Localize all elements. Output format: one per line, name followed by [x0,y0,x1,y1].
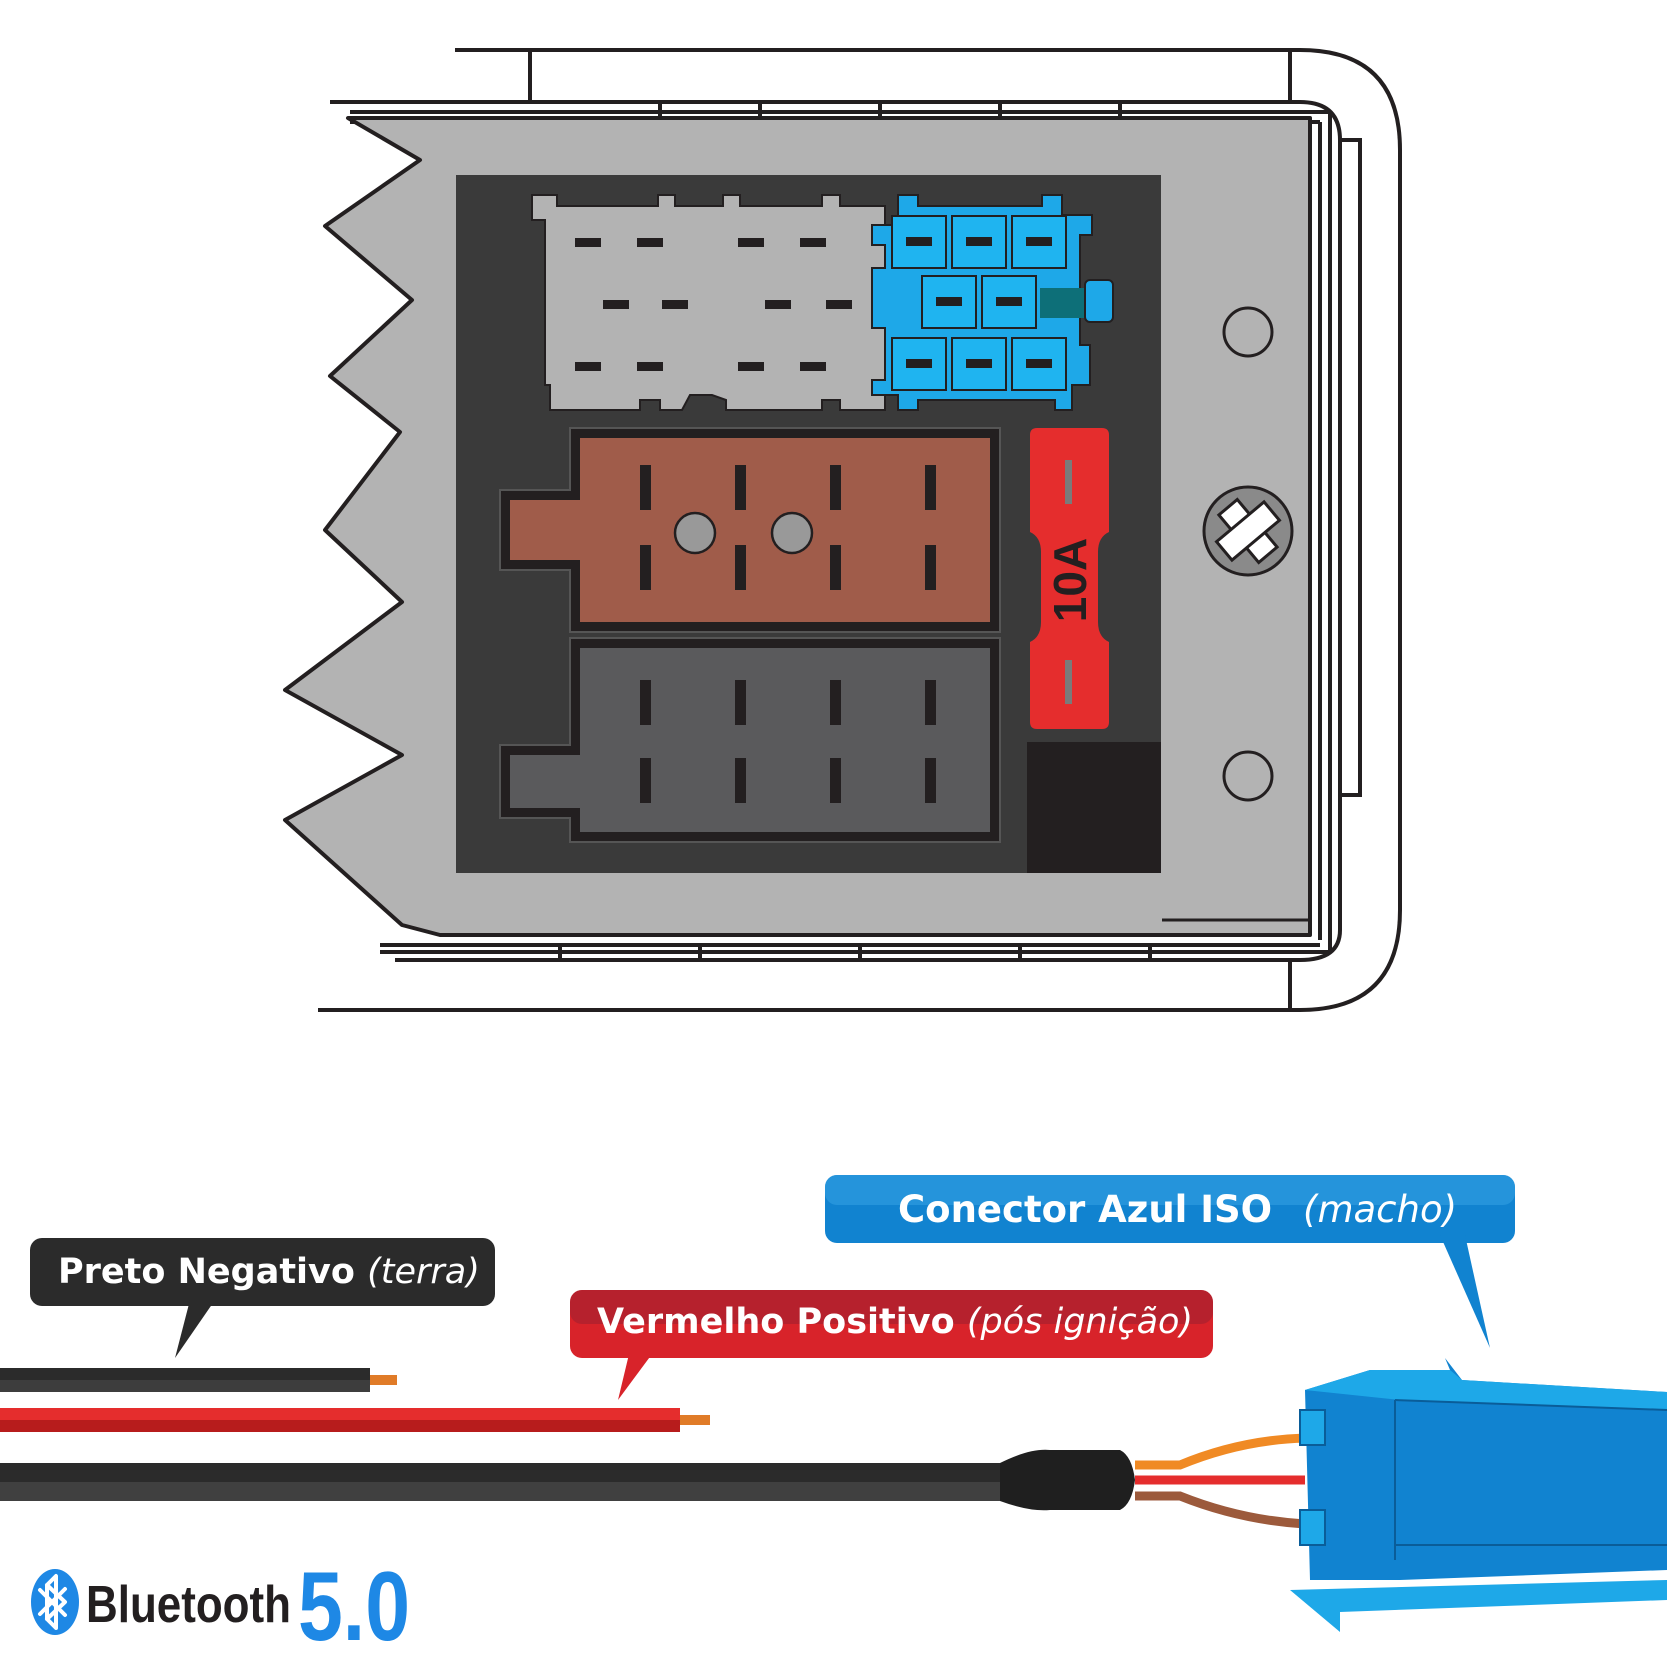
mount-hole-top [1222,306,1274,358]
brown-iso-post-1 [673,511,717,555]
brown-iso-post-2 [770,511,814,555]
gray-iso-pins [640,680,936,803]
iso-connector-gray [499,637,1001,843]
svg-text:Vermelho Positivo (pós i: Vermelho Positivo (pós ignição) [597,1302,1193,1342]
blue-connector-pins [906,237,1052,368]
blue-iso-connector [1290,1358,1667,1632]
brown-iso-pins [640,465,936,590]
chassis-outline [318,48,1402,1012]
callout-red-main: Vermelho Positivo [597,1302,955,1342]
callout-red-note: (pós ignição) [967,1302,1193,1342]
gray-connector-pins [575,238,852,371]
black-wire [0,1368,397,1392]
callout-red-wire: Vermelho Positivo (pós ignição) [570,1290,1213,1400]
fuse: 10A [1030,428,1109,729]
fuse-rating: 10A [1044,538,1096,622]
wires [0,1368,1306,1529]
bluetooth-icon [31,1569,79,1635]
mount-hole-bottom [1222,750,1274,802]
callout-black-main: Preto Negativo [58,1252,355,1292]
callout-blue-note: (macho) [1303,1188,1457,1231]
gray-multipin-connector [531,194,886,411]
callout-blue-main: Conector Azul ISO [898,1188,1272,1231]
bluetooth-version: 5.0 [298,1551,410,1661]
blue-connector-cells [891,215,1067,391]
panel-black-block [1027,742,1161,873]
head-unit-rear-view: 10A [283,48,1402,1012]
inner-wire-brown [1135,1491,1306,1529]
svg-text:Conector Azul ISO (mach: Conector Azul ISO (macho) [898,1188,1457,1231]
blue-connector-latch [1040,288,1085,318]
blue-8pin-connector [871,194,1114,411]
callout-black-wire: Preto Negativo (terra) [30,1238,495,1358]
blue-connector-tab [1084,279,1114,323]
bluetooth-logo: Bluetooth 5.0 [31,1551,410,1661]
main-cable [0,1449,1135,1511]
callout-blue-connector: Conector Azul ISO (macho) [825,1175,1515,1348]
bluetooth-word: Bluetooth [86,1576,291,1634]
red-wire [0,1408,710,1432]
callout-black-note: (terra) [367,1252,480,1292]
svg-text:Preto Negativo (terra): Preto Negativo (terra) [58,1252,480,1292]
inner-wire-orange [1135,1433,1306,1470]
screw-icon [1202,485,1294,577]
iso-connector-brown [499,427,1001,633]
